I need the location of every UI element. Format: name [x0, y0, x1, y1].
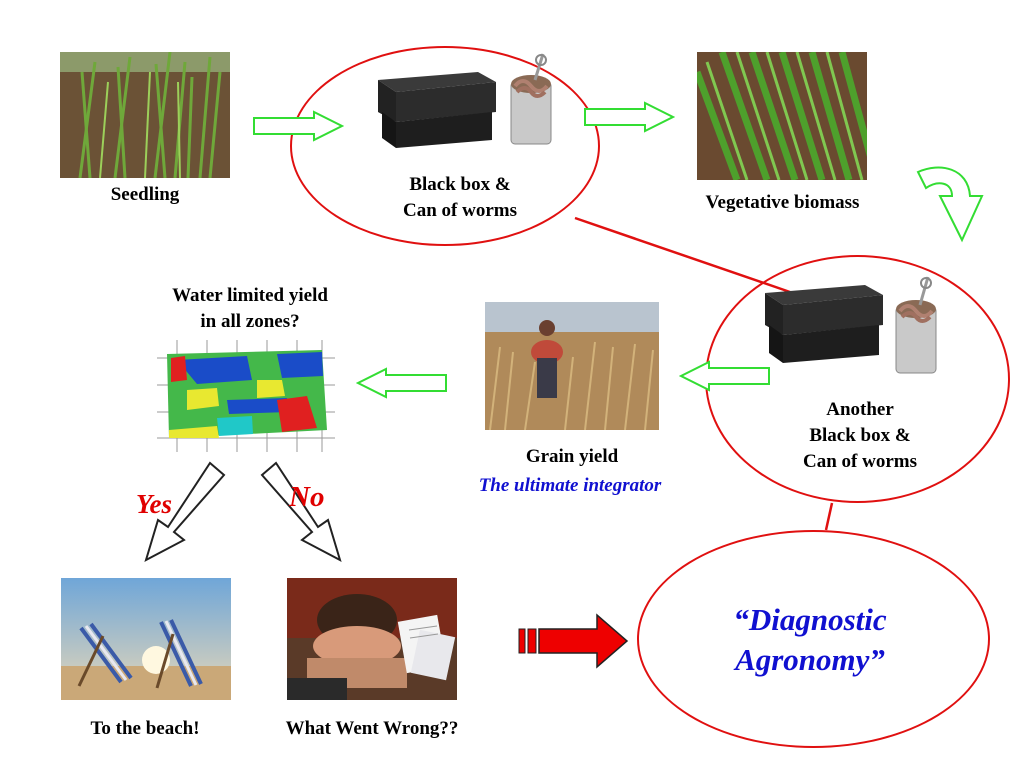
beach-label: To the beach! — [90, 718, 200, 739]
black-box-label-1-line2: Can of worms — [403, 200, 517, 221]
water-label-line2: in all zones? — [200, 311, 300, 332]
another-box-label: Another Black box & Can of worms — [760, 397, 960, 475]
red-arrow-right — [518, 613, 629, 669]
yield-map-image — [157, 340, 335, 452]
water-label-line1: Water limited yield — [172, 285, 328, 306]
worm-can-image — [510, 53, 552, 145]
seedling-photo — [60, 52, 230, 178]
diagnostic-ellipse — [637, 530, 990, 748]
yes-arrow — [144, 461, 226, 562]
no-label: No — [289, 481, 325, 513]
seedling-label: Seedling — [110, 184, 180, 205]
beach-chairs-photo — [61, 578, 231, 700]
another-label-line1: Another — [826, 399, 894, 420]
water-limited-label: Water limited yield in all zones? — [130, 283, 370, 335]
green-arrow-left-2 — [356, 367, 447, 399]
green-arrow-right-2 — [584, 101, 675, 133]
vegetative-label: Vegetative biomass — [705, 192, 860, 213]
frustrated-man-photo — [287, 578, 457, 700]
yes-label: Yes — [136, 489, 172, 519]
wrong-label: What Went Wrong?? — [285, 718, 459, 739]
another-label-line2: Black box & — [809, 425, 911, 446]
black-box-ellipse-1 — [290, 46, 600, 246]
green-arrow-right-1 — [253, 110, 344, 142]
integrator-label: The ultimate integrator — [478, 475, 662, 496]
diagnostic-agronomy-title: “Diagnostic Agronomy” — [680, 600, 940, 680]
worm-can-image-2 — [895, 276, 937, 374]
green-curved-arrow — [916, 166, 984, 243]
diagnostic-line2: Agronomy” — [735, 642, 885, 677]
green-arrow-left-1 — [679, 360, 770, 392]
black-box-image-2 — [765, 285, 883, 363]
diagnostic-line1: “Diagnostic — [733, 602, 887, 637]
vegetative-photo — [697, 52, 867, 180]
black-box-image — [378, 72, 496, 148]
black-box-label-1: Black box & Can of worms — [360, 172, 560, 224]
grain-field-photo — [485, 302, 659, 430]
grain-yield-label: Grain yield — [525, 446, 619, 467]
black-box-label-1-line1: Black box & — [409, 174, 511, 195]
no-arrow — [260, 461, 342, 562]
another-label-line3: Can of worms — [803, 451, 917, 472]
